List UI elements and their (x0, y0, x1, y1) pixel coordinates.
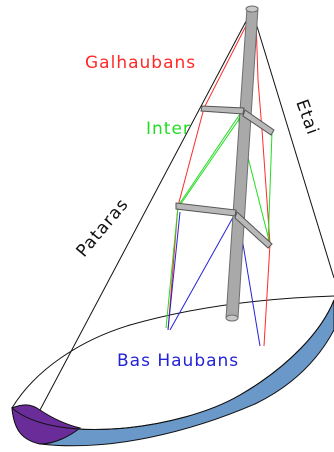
lower-spreader-starboard (234, 211, 273, 249)
mast-top (245, 5, 259, 13)
galhaubans-port-line (167, 17, 251, 331)
lower-spreader-port (175, 202, 237, 217)
pataras-line (39, 9, 253, 411)
label-bas-haubans: Bas Haubans (117, 351, 239, 371)
label-inter: Inter (146, 119, 191, 139)
mast-foot (225, 314, 239, 322)
hull-top-edge (11, 299, 334, 430)
label-etai: Etai (291, 97, 322, 138)
etai-line (251, 9, 334, 279)
bas-haubans-aft-line (167, 211, 181, 331)
upper-spreader-port (200, 105, 245, 115)
deck-outline (11, 295, 334, 409)
label-galhaubans: Galhaubans (85, 53, 196, 73)
bas-haubans-port-line (169, 211, 237, 331)
galhaubans-starboard-line (255, 17, 271, 347)
inter-diag-line (177, 111, 245, 209)
upper-spreader-starboard (242, 109, 275, 136)
